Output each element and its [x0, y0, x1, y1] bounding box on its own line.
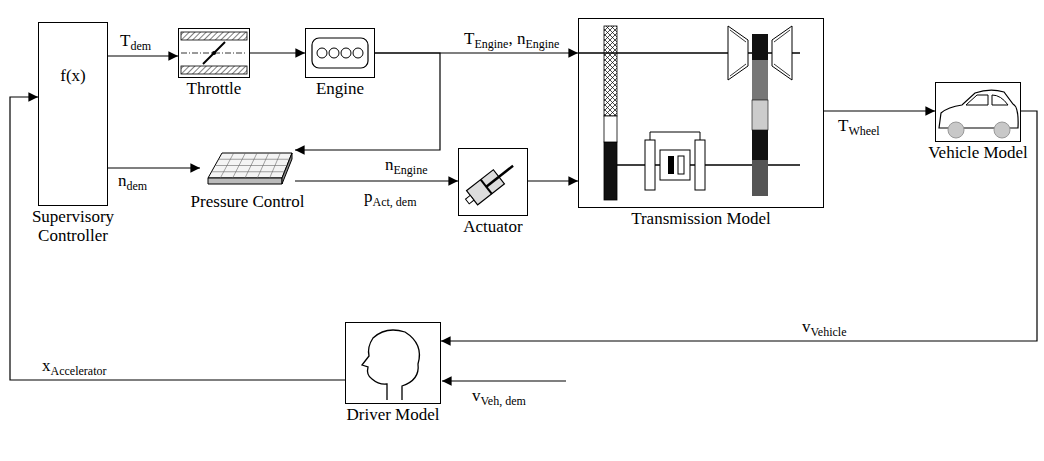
- signal-label: TEngine, nEngine: [462, 30, 561, 51]
- plate-grid: [212, 171, 285, 172]
- engine-box: Engine: [305, 28, 375, 78]
- signal-label: ndem: [116, 172, 149, 193]
- block-name: Throttle: [187, 80, 242, 99]
- signal-arrow: [824, 110, 935, 111]
- signal-label: vVehicle: [800, 318, 848, 339]
- controller-box: f(x)Supervisory Controller: [38, 22, 108, 206]
- transmission-schematic: [578, 26, 800, 200]
- driver-box: Driver Model: [345, 322, 441, 404]
- transmission-box: Transmission Model: [578, 18, 824, 208]
- car-icon: [939, 90, 1018, 138]
- block-name: Transmission Model: [631, 210, 771, 229]
- signal-arrow: [250, 52, 305, 53]
- signal-arrow: [441, 111, 1037, 341]
- plate-grid: [219, 159, 290, 160]
- plate-grid: [215, 165, 287, 166]
- engine-icon: [312, 38, 368, 68]
- pressure-plate-icon: [208, 153, 292, 184]
- signal-arrow: [108, 55, 178, 56]
- signal-label: xAccelerator: [40, 357, 108, 378]
- signal-arrow: [295, 180, 458, 181]
- signal-arrow: [108, 167, 200, 168]
- signal-arrow: [528, 180, 578, 181]
- signal-label: nEngine: [383, 156, 430, 177]
- signal-label: Tdem: [118, 32, 153, 53]
- signal-label: vVeh, dem: [470, 387, 528, 408]
- actuator-box: Actuator: [458, 148, 528, 216]
- block-name: Actuator: [463, 218, 522, 237]
- signal-label: TWheel: [836, 117, 882, 138]
- block-name: Driver Model: [346, 406, 439, 425]
- driver-head-icon: [362, 330, 419, 400]
- signal-arrow: [10, 97, 345, 380]
- block-name: Engine: [316, 80, 364, 99]
- pressure-control-block: Pressure Control: [200, 135, 295, 190]
- block-name: Supervisory Controller: [13, 208, 133, 245]
- signal-arrow: [295, 53, 440, 150]
- throttle-icon: [181, 32, 247, 74]
- block-name: Vehicle Model: [928, 144, 1028, 163]
- function-label: f(x): [39, 23, 107, 86]
- signal-label: pAct, dem: [362, 188, 419, 209]
- block-name: Pressure Control: [191, 193, 305, 212]
- input-arrow: [442, 380, 566, 381]
- actuator-icon: [462, 159, 519, 209]
- throttle-box: Throttle: [178, 28, 250, 78]
- vehicle-box: Vehicle Model: [935, 82, 1021, 142]
